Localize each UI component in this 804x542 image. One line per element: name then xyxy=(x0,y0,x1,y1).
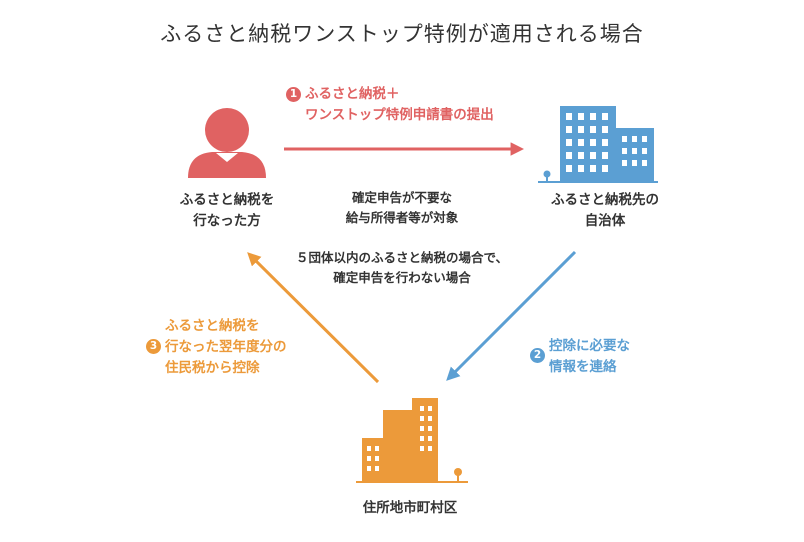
step-1: 1 ふるさと納税＋ ワンストップ特例申請書の提出 xyxy=(286,84,494,126)
arrow-step-3 xyxy=(247,252,380,384)
step-number-badge: 3 xyxy=(146,339,161,354)
step-2: 2 控除に必要な 情報を連絡 xyxy=(530,336,630,378)
step-1-line1: ふるさと納税＋ xyxy=(305,86,400,102)
step-2-line1: 控除に必要な xyxy=(549,338,630,354)
eligibility-note: 確定申告が不要な 給与所得者等が対象 xyxy=(300,188,504,228)
taxpayer-label-line2: 行なった方 xyxy=(193,213,261,229)
condition-note: ５団体以内のふるさと納税の場合で、 確定申告を行わない場合 xyxy=(262,248,542,288)
building-icon xyxy=(538,106,658,183)
condition-note-line1: ５団体以内のふるさと納税の場合で、 xyxy=(295,250,508,265)
step-1-line2: ワンストップ特例申請書の提出 xyxy=(305,107,494,123)
person-icon xyxy=(188,108,266,178)
condition-note-line2: 確定申告を行わない場合 xyxy=(333,270,471,285)
step-3-line2: 行なった翌年度分の xyxy=(165,339,287,355)
step-3-line1: ふるさと納税を xyxy=(165,318,260,334)
donation-target-label: ふるさと納税先の 自治体 xyxy=(530,190,680,232)
residence-label: 住所地市町村区 xyxy=(340,498,480,519)
step-3: 3 ふるさと納税を 行なった翌年度分の 住民税から控除 xyxy=(146,316,287,379)
eligibility-note-line1: 確定申告が不要な xyxy=(351,190,452,205)
eligibility-note-line2: 給与所得者等が対象 xyxy=(345,210,459,225)
donation-target-label-line2: 自治体 xyxy=(584,213,626,229)
step-3-line3: 住民税から控除 xyxy=(165,360,260,376)
residence-label-line1: 住所地市町村区 xyxy=(362,500,458,516)
taxpayer-label: ふるさと納税を 行なった方 xyxy=(152,190,302,232)
building-icon xyxy=(356,398,468,483)
step-number-badge: 2 xyxy=(530,348,545,363)
taxpayer-label-line1: ふるさと納税を xyxy=(179,192,275,208)
step-number-badge: 1 xyxy=(286,86,301,102)
arrow-step-2 xyxy=(446,250,577,381)
donation-target-label-line1: ふるさと納税先の xyxy=(551,192,659,208)
step-2-line2: 情報を連絡 xyxy=(549,359,617,375)
diagram-title: ふるさと納税ワンストップ特例が適用される場合 xyxy=(160,22,644,46)
